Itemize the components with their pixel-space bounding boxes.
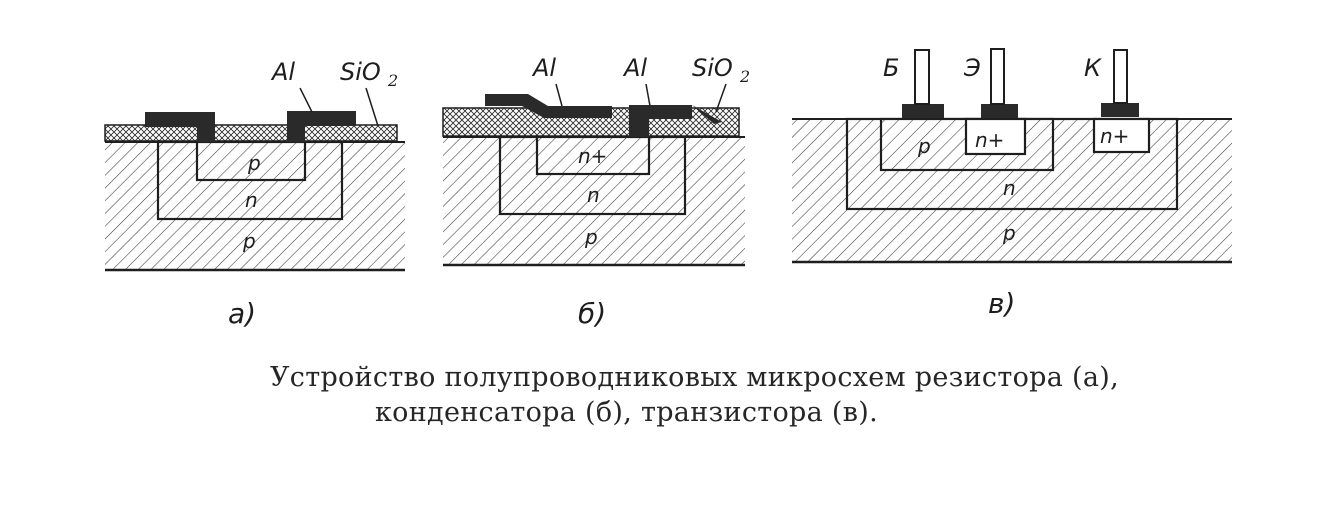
al-electrode-left	[485, 94, 612, 118]
diagram-b-capacitor: Al Al SiO 2 n+ n p б)	[442, 54, 750, 330]
label-al-right: Al	[622, 54, 647, 82]
caption-a: а)	[228, 297, 256, 330]
lead-collector	[1113, 49, 1128, 104]
region-p-substrate: p	[584, 225, 598, 249]
n-plus-collector	[1092, 117, 1151, 154]
p-inner	[195, 140, 307, 182]
diagram-c-transistor: Б Э К p n+ n+ n p в)	[792, 48, 1232, 320]
contact-collector	[1101, 103, 1139, 117]
terminal-base: Б	[883, 54, 899, 82]
terminal-collector: К	[1084, 54, 1102, 82]
region-p-base: p	[917, 134, 931, 158]
region-n: n	[587, 183, 600, 207]
al-contact-right	[287, 111, 356, 126]
region-n-plus: n+	[578, 144, 607, 168]
region-n-plus-collector: n+	[1100, 124, 1129, 148]
lead-base	[914, 49, 930, 105]
caption-line-1: Устройство полупроводниковых микросхем р…	[270, 362, 1119, 393]
region-p-substrate: p	[1002, 221, 1016, 245]
contact-emitter	[981, 104, 1018, 118]
n-plus-emitter	[964, 117, 1027, 156]
label-sio2: SiO	[692, 54, 733, 82]
label-al: Al	[270, 58, 295, 86]
region-p-substrate: p	[242, 229, 256, 253]
diagram-a-resistor: Al SiO 2 p n p а)	[104, 58, 405, 330]
region-n-plus-emitter: n+	[975, 128, 1004, 152]
caption-c: в)	[988, 287, 1015, 320]
region-n: n	[245, 188, 258, 212]
caption-line-2: конденсатора (б), транзистора (в).	[375, 397, 878, 428]
region-p-inner: p	[247, 151, 261, 175]
al-contact-left	[145, 112, 215, 127]
label-sio2: SiO	[340, 58, 381, 86]
n-plus-region	[535, 135, 651, 176]
oxide-layer	[104, 124, 398, 142]
contact-base	[902, 104, 944, 118]
label-sio2-sub: 2	[387, 71, 398, 90]
label-sio2-sub: 2	[739, 67, 750, 86]
caption-b: б)	[578, 297, 606, 330]
region-n: n	[1003, 176, 1016, 200]
al-contact-right	[629, 105, 692, 119]
label-al-left: Al	[531, 54, 556, 82]
lead-emitter	[990, 48, 1005, 105]
terminal-emitter: Э	[963, 54, 981, 82]
